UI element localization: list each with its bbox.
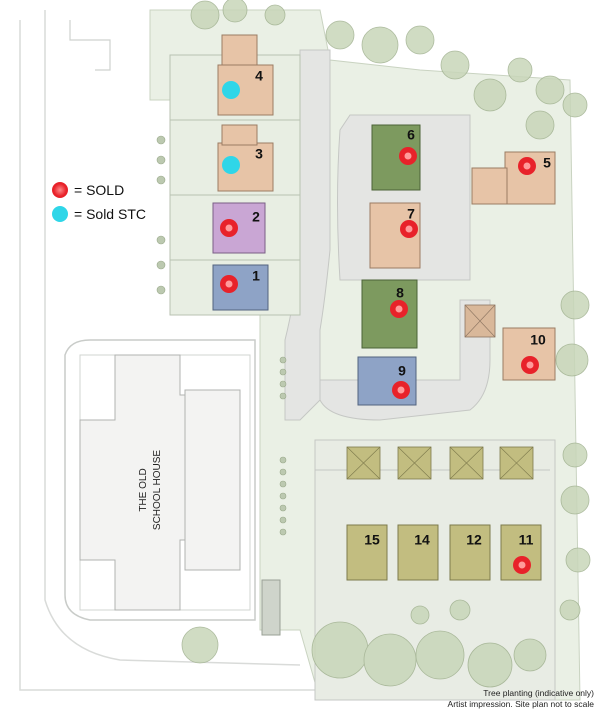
- plot-number-label: 5: [543, 155, 551, 171]
- plot-number-label: 15: [364, 532, 380, 548]
- sold-marker-highlight: [225, 280, 233, 288]
- footnote: Tree planting (indicative only) Artist i…: [448, 688, 594, 710]
- plot-number-label: 7: [407, 206, 415, 222]
- legend: = SOLD = Sold STC: [52, 178, 146, 226]
- plot-number-label: 4: [255, 68, 263, 84]
- legend-sold: = SOLD: [52, 178, 146, 202]
- sold-marker-highlight: [397, 386, 405, 394]
- footnote-line1: Tree planting (indicative only): [483, 688, 594, 698]
- plot-number-label: 10: [530, 332, 546, 348]
- sold-marker-highlight: [395, 305, 403, 313]
- sold-marker-highlight: [518, 561, 526, 569]
- plot-number-label: 14: [414, 532, 430, 548]
- sold-marker-highlight: [523, 162, 531, 170]
- plot-number-label: 3: [255, 146, 263, 162]
- sold-marker-highlight: [526, 361, 534, 369]
- legend-sold-stc-label: = Sold STC: [74, 206, 146, 222]
- building-label-line2: SCHOOL HOUSE: [152, 450, 163, 531]
- legend-sold-label: = SOLD: [74, 182, 125, 198]
- sold-stc-marker-icon: [222, 81, 240, 99]
- building-label-line1: THE OLD: [138, 468, 149, 511]
- plot-number-label: 9: [398, 363, 406, 379]
- sold-marker-highlight: [225, 224, 233, 232]
- plot-number-label: 12: [466, 532, 482, 548]
- sold-marker-icon: [52, 182, 68, 198]
- sold-marker-highlight: [405, 225, 413, 233]
- plot-number-label: 1: [252, 268, 260, 284]
- plot-number-label: 8: [396, 285, 404, 301]
- footnote-line2: Artist impression. Site plan not to scal…: [447, 699, 594, 709]
- plot-number-label: 11: [519, 532, 534, 548]
- plot-number-label: 6: [407, 127, 415, 143]
- sold-marker-highlight: [404, 152, 412, 160]
- sold-stc-marker-icon: [222, 156, 240, 174]
- sold-stc-marker-icon: [52, 206, 68, 222]
- plot-number-label: 2: [252, 209, 260, 225]
- legend-sold-stc: = Sold STC: [52, 202, 146, 226]
